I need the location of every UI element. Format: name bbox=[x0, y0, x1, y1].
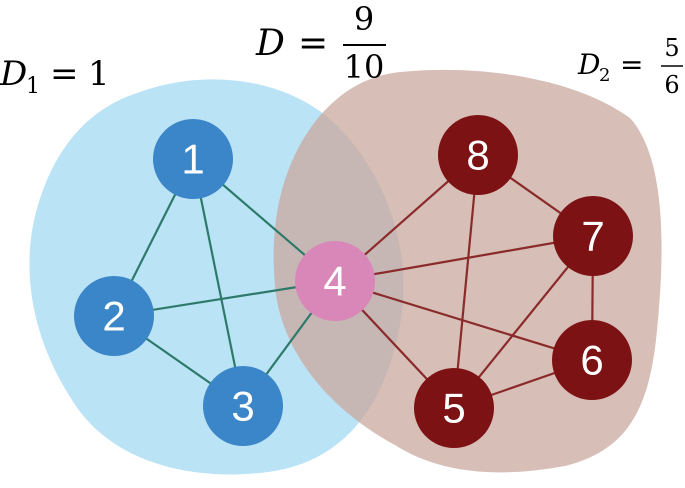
formula-d-equals: = bbox=[298, 23, 328, 64]
formula-d2-equals: = bbox=[620, 48, 643, 81]
node-1: 1 bbox=[153, 119, 233, 199]
node-5-circle bbox=[414, 368, 494, 448]
formula-d1-symbol: D bbox=[0, 54, 27, 94]
node-1-label: 1 bbox=[181, 136, 204, 183]
node-7: 7 bbox=[553, 196, 633, 276]
formula-d1-subscript: 1 bbox=[26, 74, 40, 99]
node-4: 4 bbox=[295, 241, 375, 321]
formula-d2-denominator: 6 bbox=[664, 71, 679, 99]
formula-d2-numerator: 5 bbox=[664, 34, 679, 62]
node-4-label: 4 bbox=[323, 258, 346, 305]
node-6-circle bbox=[552, 320, 632, 400]
formula-d: D = 9 10 bbox=[255, 0, 386, 86]
node-7-label: 7 bbox=[581, 213, 604, 260]
formula-d1-equals: = bbox=[50, 54, 79, 94]
node-2-circle bbox=[74, 276, 154, 356]
node-7-circle bbox=[553, 196, 633, 276]
edge-8-5 bbox=[452, 154, 480, 409]
node-6-label: 6 bbox=[580, 337, 603, 384]
node-8-label: 8 bbox=[466, 132, 489, 179]
nodes: 1 2 3 4 5 6 7 8 bbox=[74, 115, 633, 448]
node-8: 8 bbox=[438, 115, 518, 195]
formula-d-denominator: 10 bbox=[344, 48, 385, 86]
node-3-label: 3 bbox=[231, 383, 254, 430]
node-6: 6 bbox=[552, 320, 632, 400]
node-3: 3 bbox=[203, 366, 283, 446]
formula-d1-value: 1 bbox=[88, 54, 110, 94]
node-2-label: 2 bbox=[102, 293, 125, 340]
formula-d2-symbol: D bbox=[577, 48, 600, 81]
edge-4-7 bbox=[334, 234, 594, 283]
node-3-circle bbox=[203, 366, 283, 446]
edge-4-6 bbox=[334, 279, 593, 362]
node-5: 5 bbox=[414, 368, 494, 448]
node-4-circle bbox=[295, 241, 375, 321]
formula-d-symbol: D bbox=[255, 23, 285, 64]
node-5-label: 5 bbox=[442, 385, 465, 432]
node-1-circle bbox=[153, 119, 233, 199]
edge-1-3 bbox=[191, 158, 245, 407]
node-2: 2 bbox=[74, 276, 154, 356]
formula-d1: D 1 = 1 bbox=[0, 54, 110, 99]
formula-d2: D 2 = 5 6 bbox=[577, 34, 683, 99]
formula-d2-subscript: 2 bbox=[599, 65, 610, 86]
node-8-circle bbox=[438, 115, 518, 195]
formula-d-numerator: 9 bbox=[354, 0, 374, 38]
